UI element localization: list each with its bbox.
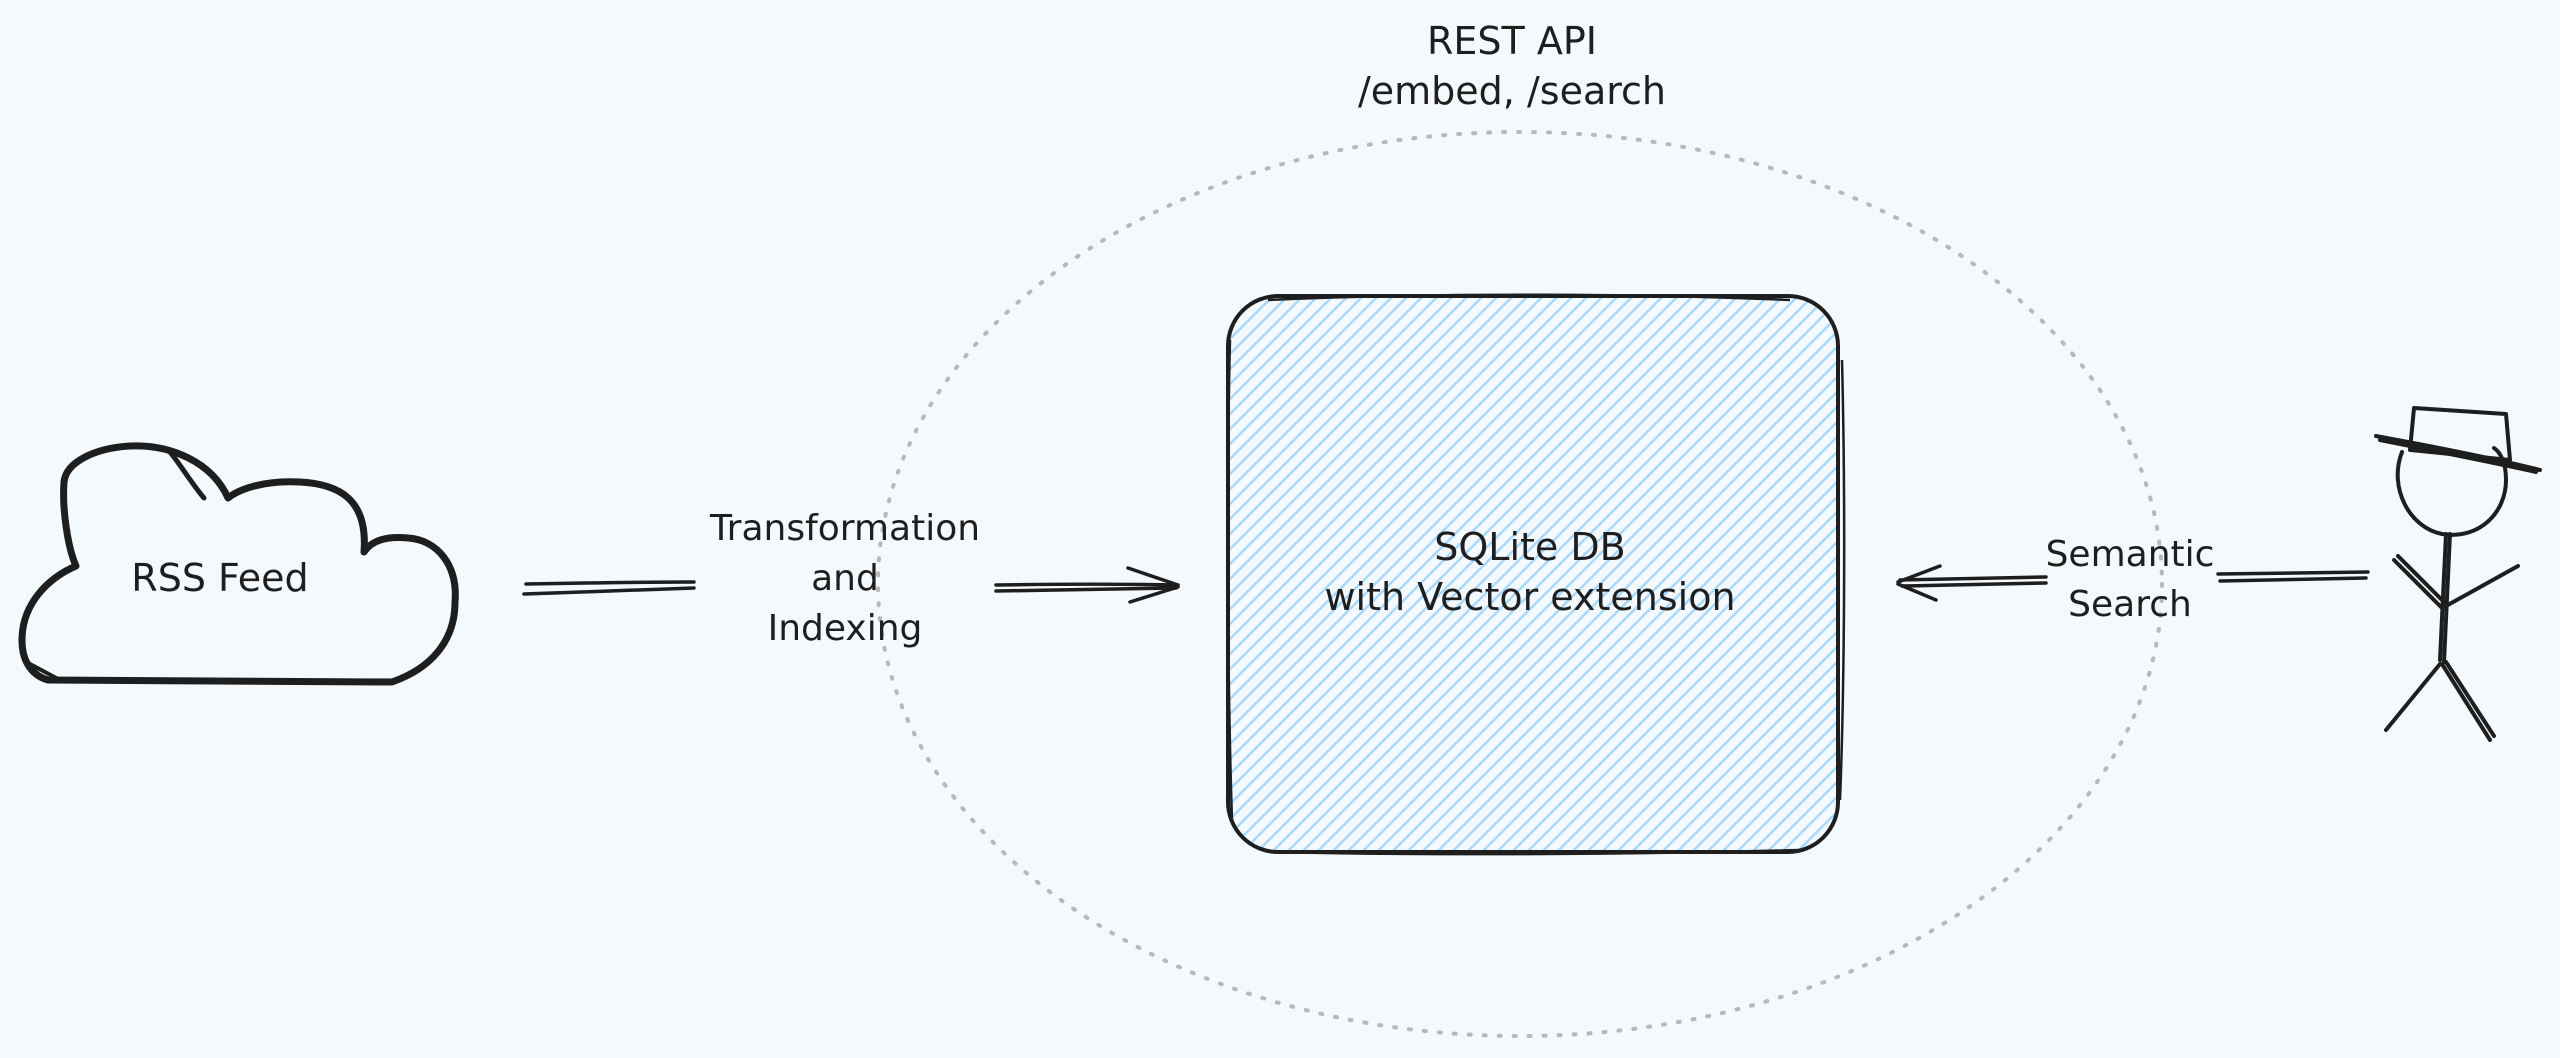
cloud-icon bbox=[18, 442, 459, 686]
db-hatch-line bbox=[1495, 296, 1838, 852]
db-hatch-line bbox=[1540, 296, 1838, 852]
db-hatch-line bbox=[1228, 296, 1635, 852]
db-hatch-line bbox=[1375, 296, 1838, 852]
db-hatch-line bbox=[1228, 296, 1425, 852]
db-hatch-line bbox=[1228, 296, 1740, 852]
source-node-label: RSS Feed bbox=[100, 553, 340, 603]
db-hatch-line bbox=[1228, 296, 1365, 852]
db-hatch-line bbox=[1228, 296, 1755, 852]
db-hatch-line bbox=[1360, 296, 1838, 852]
db-hatch-line bbox=[1675, 296, 1838, 852]
db-hatch-line bbox=[1228, 296, 1470, 852]
api-title: REST API bbox=[1427, 19, 1597, 63]
ingest-label-line-2: and bbox=[811, 558, 879, 599]
db-hatch-line bbox=[1645, 296, 1838, 852]
arrow-search-to-db bbox=[1896, 564, 2048, 602]
db-hatch-line bbox=[1465, 296, 1838, 852]
db-hatch-line bbox=[1228, 296, 1455, 852]
db-hatch-line bbox=[1228, 296, 1560, 852]
database-label-line-1: SQLite DB bbox=[1434, 525, 1626, 569]
db-hatch-line bbox=[1228, 296, 1725, 852]
connector-source-to-transform bbox=[522, 580, 696, 596]
db-hatch-line bbox=[1300, 296, 1838, 852]
query-edge-label: Semantic Search bbox=[2020, 530, 2240, 630]
db-hatch-line bbox=[1330, 296, 1838, 852]
db-hatch-line bbox=[1615, 296, 1838, 852]
db-hatch-line bbox=[2367, 296, 2560, 852]
db-hatch-line bbox=[1228, 296, 1545, 852]
db-hatch-line bbox=[1228, 296, 1530, 852]
api-endpoints: /embed, /search bbox=[1357, 69, 1666, 113]
db-hatch-line bbox=[1228, 296, 1500, 852]
db-hatch-line bbox=[1228, 296, 1710, 852]
db-hatch-line bbox=[1600, 296, 1838, 852]
db-hatch-line bbox=[1690, 296, 1838, 852]
db-hatch-line bbox=[1255, 296, 1815, 852]
user-stick-figure-icon bbox=[2374, 406, 2542, 742]
db-hatch-line bbox=[1720, 296, 1838, 852]
db-hatch-line bbox=[1705, 296, 1838, 852]
query-label-line-1: Semantic bbox=[2045, 534, 2215, 575]
db-hatch-line bbox=[1228, 296, 1410, 852]
api-boundary-ellipse bbox=[876, 130, 2164, 1038]
connector-user-to-search bbox=[2216, 570, 2370, 583]
db-hatch-line bbox=[1228, 296, 1605, 852]
db-hatch-line bbox=[1228, 296, 1770, 852]
db-hatch-line bbox=[1390, 296, 1838, 852]
db-hatch-line bbox=[1510, 296, 1838, 852]
db-hatch-line bbox=[1228, 296, 1395, 852]
db-hatch-line bbox=[1585, 296, 1838, 852]
db-hatch-line bbox=[1405, 296, 1838, 852]
db-hatch-line bbox=[2352, 296, 2560, 852]
db-hatch-line bbox=[1630, 296, 1838, 852]
db-hatch-line bbox=[2322, 296, 2560, 852]
db-hatch-line bbox=[1285, 296, 1838, 852]
database-node bbox=[1226, 293, 2560, 856]
query-label-line-2: Search bbox=[2068, 584, 2192, 625]
db-hatch-line bbox=[1228, 296, 1350, 852]
db-hatch-line bbox=[1228, 296, 1380, 852]
db-hatch-line bbox=[1228, 296, 1665, 852]
db-hatch-line bbox=[1228, 296, 1590, 852]
db-hatch-line bbox=[1570, 296, 1838, 852]
ingest-edge-label: Transformation and Indexing bbox=[660, 504, 1030, 654]
db-hatch-line bbox=[1240, 296, 1800, 852]
db-hatch-line bbox=[1228, 296, 1575, 852]
arrow-transform-to-db bbox=[994, 566, 1180, 604]
database-node-label: SQLite DB with Vector extension bbox=[1260, 522, 1800, 622]
db-hatch-line bbox=[1525, 296, 1838, 852]
db-hatch-line bbox=[1660, 296, 1838, 852]
db-hatch-line bbox=[1735, 296, 1838, 852]
db-hatch-line bbox=[1555, 296, 1838, 852]
api-boundary-label: REST API /embed, /search bbox=[1312, 16, 1712, 116]
database-label-line-2: with Vector extension bbox=[1324, 575, 1736, 619]
ingest-label-line-1: Transformation bbox=[709, 508, 981, 549]
db-hatch-line bbox=[1228, 296, 1680, 852]
db-hatch-line bbox=[1228, 296, 1785, 852]
db-hatch-line bbox=[1228, 296, 1335, 852]
db-hatch-line bbox=[1435, 296, 1838, 852]
db-hatch-line bbox=[1420, 296, 1838, 852]
db-hatch-line bbox=[1450, 296, 1838, 852]
db-hatch-line bbox=[1228, 296, 1620, 852]
db-hatch-line bbox=[1315, 296, 1838, 852]
db-hatch-line bbox=[1228, 296, 1650, 852]
db-hatch-line bbox=[1345, 296, 1838, 852]
db-hatch-line bbox=[1270, 296, 1830, 852]
db-hatch-line bbox=[1228, 296, 1440, 852]
db-hatch-line bbox=[1480, 296, 1838, 852]
db-hatch-line bbox=[1228, 296, 1485, 852]
db-hatch-line bbox=[1228, 296, 1515, 852]
ingest-label-line-3: Indexing bbox=[767, 608, 923, 649]
source-label: RSS Feed bbox=[131, 556, 309, 600]
